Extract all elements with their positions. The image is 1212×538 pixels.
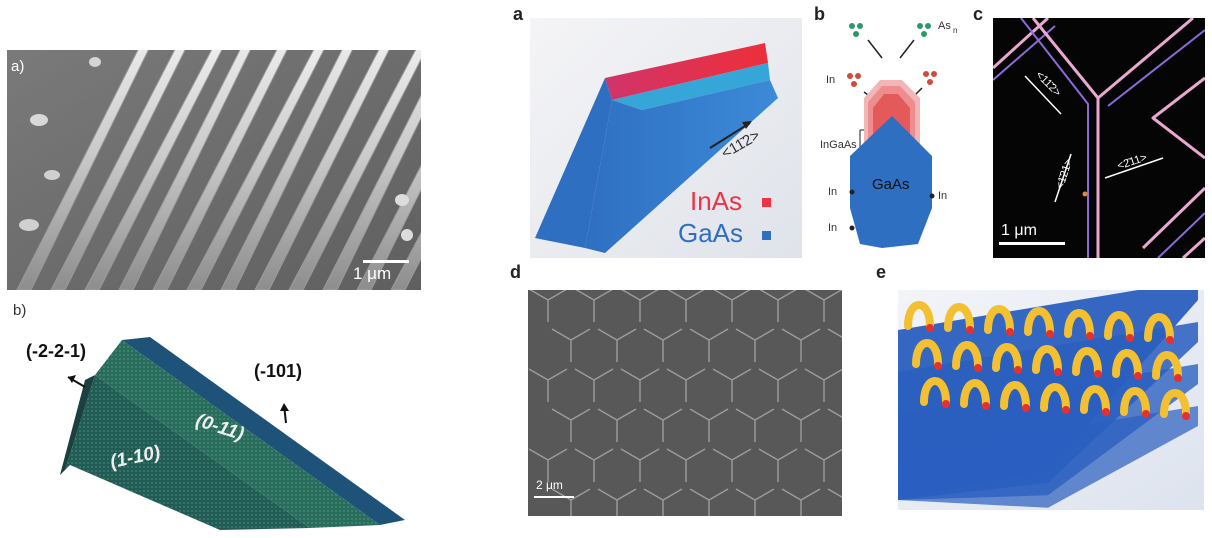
- scale-bar-label-c: 1 μm: [1001, 222, 1037, 239]
- facet-model: [60, 337, 405, 530]
- panel-label-d: d: [510, 262, 521, 282]
- scale-bar-label-d: 2 μm: [536, 478, 563, 492]
- legend-gaas: GaAs: [678, 218, 744, 248]
- panel-label-b: b: [814, 4, 825, 24]
- panel-label-a: a: [513, 4, 524, 24]
- in-label-side-2: In: [828, 222, 838, 234]
- as-label: As: [938, 20, 951, 32]
- panel-label-e: e: [876, 262, 887, 282]
- wall-model-panel-a: <11̄2> InAs GaAs: [530, 18, 802, 258]
- sem-image-panel-a-left: a) 1 μm: [7, 50, 421, 290]
- scale-bar-label: 1 μm: [353, 264, 392, 283]
- facet-model-panel-b-left: (-2-2-1) (-101) (0-11) (1-10): [10, 325, 430, 535]
- ingaas-label: InGaAs: [820, 139, 857, 151]
- nanowire-array-render: [898, 290, 1204, 510]
- panel-label-b-left: b): [13, 302, 27, 319]
- sem-tripod-array: [528, 290, 842, 516]
- sem-image: [7, 50, 421, 290]
- legend-inas: InAs: [690, 186, 743, 216]
- wall-3d-model: [530, 18, 802, 258]
- panel-label-c: c: [973, 4, 984, 24]
- sem-image-panel-d: 2 μm: [528, 290, 842, 516]
- gaas-core-label: GaAs: [872, 176, 910, 193]
- scale-bar: [999, 242, 1065, 245]
- in-label-side-1: In: [828, 186, 838, 198]
- scale-bar: [534, 496, 574, 498]
- in-label-top-left: In: [826, 74, 836, 86]
- in-label-side-3: In: [938, 190, 948, 202]
- render-panel-e: [898, 290, 1204, 510]
- growth-schematic-panel-b: As n In InGaAs GaAs In In In: [820, 18, 990, 258]
- facet-label-101: (-101): [254, 361, 303, 381]
- sem-dark-image: [993, 18, 1205, 258]
- panel-label-a-left: a): [11, 58, 25, 75]
- sem-image-panel-c: <11̄2> <1̄21> <2̄11> 1 μm: [993, 18, 1205, 258]
- facet-label-221: (-2-2-1): [26, 341, 87, 361]
- growth-schematic: [847, 23, 937, 248]
- as-subscript: n: [953, 26, 958, 35]
- scale-bar: [363, 260, 409, 263]
